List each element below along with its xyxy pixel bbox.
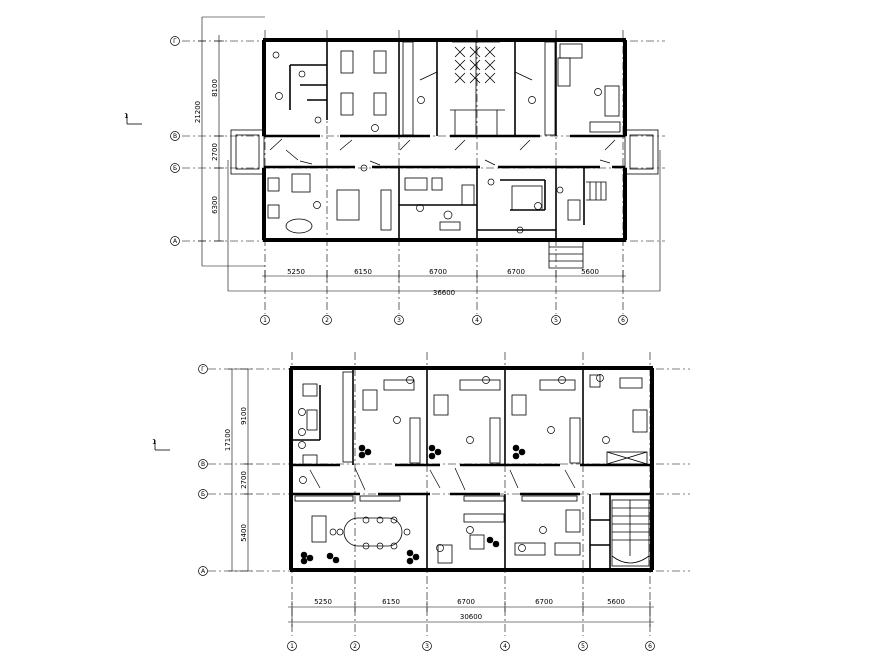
upper-fixtures-circles xyxy=(272,51,602,234)
lower-dim-5: 5600 xyxy=(607,598,625,606)
lower-partitions xyxy=(291,368,611,570)
upper-dim-v-2: 2700 xyxy=(211,143,219,161)
lower-axis-row-a: А xyxy=(201,568,206,575)
upper-dim-1: 5250 xyxy=(287,268,305,276)
upper-section-mark: 1 xyxy=(124,112,128,120)
lower-axis-row-v: В xyxy=(201,461,205,468)
upper-dim-3: 6700 xyxy=(429,268,447,276)
lower-chairs xyxy=(298,374,610,552)
upper-plan xyxy=(170,16,665,325)
lower-dim-4: 6700 xyxy=(535,598,553,606)
upper-dim-5: 5600 xyxy=(581,268,599,276)
lower-section-mark: 1 xyxy=(152,438,156,446)
upper-axis-col-5: 5 xyxy=(554,317,558,324)
upper-corridor-walls xyxy=(264,134,625,169)
upper-axis-col-2: 2 xyxy=(325,317,329,324)
lower-corridor-walls xyxy=(291,463,652,496)
lower-cabinets xyxy=(294,371,648,502)
upper-partitions xyxy=(289,40,585,240)
upper-section-mark-line xyxy=(126,114,142,125)
upper-dim-v-3: 6300 xyxy=(211,196,219,214)
upper-axis-col-6: 6 xyxy=(621,317,625,324)
lower-dim-total: 30600 xyxy=(460,613,482,621)
lower-axis-row-g: Г xyxy=(201,366,205,373)
lower-axis-col-3: 3 xyxy=(425,643,429,650)
upper-axis-col-4: 4 xyxy=(475,317,479,324)
lower-dim-v-1: 9100 xyxy=(240,407,248,425)
upper-porches xyxy=(230,129,659,269)
upper-axis-row-b: Б xyxy=(173,165,177,172)
upper-axis-col-1: 1 xyxy=(263,317,267,324)
upper-dim-v-1: 8100 xyxy=(211,79,219,97)
upper-dimension-frame xyxy=(198,16,661,292)
upper-dim-2: 6150 xyxy=(354,268,372,276)
upper-axis-row-g: Г xyxy=(173,38,177,45)
lower-axis-col-2: 2 xyxy=(353,643,357,650)
lower-dim-1: 5250 xyxy=(314,598,332,606)
upper-outer-walls xyxy=(262,38,627,242)
upper-doors xyxy=(269,138,616,166)
lower-plan xyxy=(198,352,690,651)
lower-axis-row-b: Б xyxy=(201,491,205,498)
lower-section-mark-line xyxy=(154,440,170,451)
upper-dim-total: 36600 xyxy=(433,289,455,297)
lower-dim-v-2: 2700 xyxy=(240,471,248,489)
lower-dimension-frame xyxy=(228,368,654,627)
upper-axis-row-v: В xyxy=(173,133,177,140)
lower-dim-3: 6700 xyxy=(457,598,475,606)
lower-dim-v-3: 5400 xyxy=(240,524,248,542)
upper-furniture xyxy=(267,41,621,234)
lower-axis-col-6: 6 xyxy=(648,643,652,650)
upper-labels: Г В Б А 1 2 3 4 5 6 5250 6150 6700 6700 … xyxy=(124,38,625,324)
upper-toilets xyxy=(419,41,533,135)
upper-axis-markers xyxy=(170,36,628,325)
lower-desks xyxy=(302,374,648,564)
lower-doors xyxy=(309,467,576,491)
lower-axis-col-1: 1 xyxy=(290,643,294,650)
lower-dim-v-total: 17100 xyxy=(224,429,232,451)
lower-outer-walls xyxy=(289,366,654,572)
upper-dim-4: 6700 xyxy=(507,268,525,276)
lower-axis-markers xyxy=(198,364,655,651)
upper-axis-row-a: А xyxy=(173,238,178,245)
lower-plants xyxy=(300,444,526,565)
upper-axis-col-3: 3 xyxy=(397,317,401,324)
lower-axis-col-5: 5 xyxy=(581,643,585,650)
lower-axis-col-4: 4 xyxy=(503,643,507,650)
lower-labels: Г В Б А 1 2 3 4 5 6 5250 6150 6700 6700 … xyxy=(152,366,652,650)
lower-stairs xyxy=(611,499,650,567)
upper-dim-v-total: 21200 xyxy=(194,101,202,123)
lower-dim-2: 6150 xyxy=(382,598,400,606)
